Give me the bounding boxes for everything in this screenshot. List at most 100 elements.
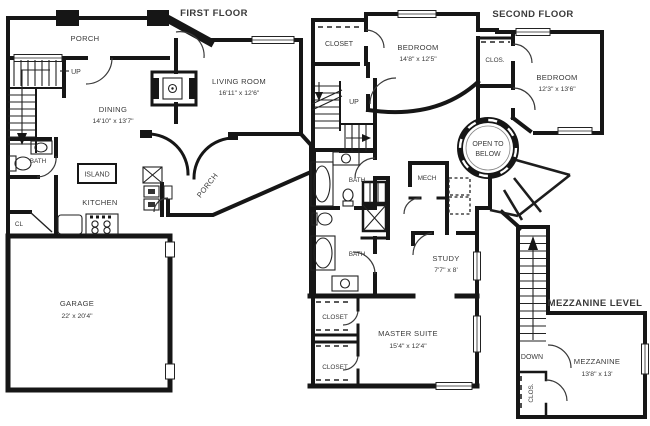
porch-pillar (56, 10, 79, 26)
door-arc (512, 43, 533, 64)
winder-stairs (489, 158, 571, 221)
toilet-icon (342, 188, 354, 202)
door-arc (175, 31, 205, 59)
second-floor-stairs (311, 81, 376, 153)
door-arc (36, 155, 57, 178)
turret-open-to-below (457, 117, 519, 179)
second-floor-doors (342, 29, 536, 371)
porch-side-label: PORCH (195, 171, 220, 199)
door-arc (342, 354, 359, 371)
sink-icon (340, 153, 352, 164)
bedroom1-dims: 14'8" x 12'5" (399, 56, 437, 63)
master-suite-dims: 15'4" x 12'4" (389, 343, 427, 350)
closet-door (29, 211, 53, 233)
toilet-icon (14, 156, 32, 171)
first-floor-doors (29, 31, 236, 233)
down-label: DOWN (521, 354, 543, 361)
shaft-and-linen (361, 180, 388, 233)
toilet-tank (8, 155, 17, 172)
mezzanine-windows (641, 343, 649, 375)
second-floor-walls (307, 12, 604, 389)
kitchen-fixtures (57, 163, 163, 235)
living-room-dims: 16'11" x 12'6" (219, 90, 260, 97)
clos-label: CLOS. (485, 57, 504, 64)
garage-dims: 22' x 20'4" (61, 313, 93, 320)
bedroom1-label: BEDROOM (397, 43, 438, 52)
open-to-below-label: OPEN TO (472, 141, 504, 148)
mezzanine-label: MEZZANINE (574, 357, 621, 366)
mezzanine-title: MEZZANINE LEVEL (548, 298, 643, 309)
island-label: ISLAND (84, 172, 109, 179)
door-arc (369, 77, 397, 105)
door-arc (403, 197, 421, 215)
mezzanine-clos-label: CLOS. (528, 383, 535, 402)
door-arc (512, 87, 536, 111)
first-floor-walls (5, 10, 313, 393)
closet-rods (311, 26, 510, 387)
closet2-label: CLOSET (322, 364, 348, 371)
kitchen-sink-icon (143, 198, 160, 211)
tub-surround (310, 235, 336, 271)
garage-label: GARAGE (60, 299, 94, 308)
mech-label: MECH (418, 175, 437, 182)
door-arc (365, 29, 385, 49)
dining-label: DINING (99, 105, 127, 114)
study-dims: 7'7" x 8' (434, 267, 458, 274)
first-floor-bath-fixtures (8, 140, 53, 172)
mezzanine-walls (516, 225, 647, 419)
bath1-label: BATH (349, 177, 366, 184)
island-outline (77, 163, 117, 184)
porch-label: PORCH (71, 34, 100, 43)
fireplace-icon (150, 70, 198, 107)
tub-surround (310, 161, 334, 207)
door-arc (354, 157, 376, 179)
closet1-label: CLOSET (322, 314, 348, 321)
washer-dryer (448, 177, 471, 215)
mezzanine-doors (520, 344, 572, 410)
mezzanine-dims: 13'8" x 13' (581, 371, 612, 378)
up-label: UP (71, 69, 81, 76)
door-arc (545, 379, 568, 402)
stair-arrow-icon (17, 133, 27, 145)
door-arc (547, 344, 572, 369)
first-floor-windows (13, 36, 295, 380)
master-suite-label: MASTER SUITE (378, 329, 438, 338)
kitchen-sink-icon (143, 185, 160, 198)
door-arc (85, 57, 113, 85)
second-floor-windows (397, 10, 593, 390)
first-floor-plan: FIRST FLOOR PORCH UP LIVING ROOM 16'11" … (5, 8, 313, 393)
bath2-label: BATH (349, 251, 366, 258)
vanity (30, 140, 53, 155)
vanity (332, 151, 360, 166)
mezzanine-stairs (520, 235, 546, 342)
french-door-arc (192, 136, 236, 180)
cl-label: CL (15, 221, 24, 228)
toilet-icon (317, 212, 333, 226)
open-to-below-label2: BELOW (475, 151, 501, 158)
toilet-tank (342, 200, 354, 207)
porch-pillar (147, 10, 169, 26)
door-arc (342, 309, 359, 326)
bath-label: BATH (30, 158, 47, 165)
study-label: STUDY (432, 254, 459, 263)
first-floor-title: FIRST FLOOR (180, 8, 248, 19)
second-floor-bath2-fixtures (310, 212, 359, 292)
vanity (331, 275, 359, 292)
bathtub-icon (313, 237, 333, 269)
bedroom2-dims: 12'3" x 13'6" (538, 86, 576, 93)
dining-dims: 14'10" x 13'7" (92, 118, 134, 125)
second-floor-title: SECOND FLOOR (492, 9, 573, 20)
sink-icon (339, 278, 351, 289)
mezzanine-plan: MEZZANINE LEVEL DOWN MEZZANINE 13'8" x 1… (516, 225, 649, 419)
door-arc (352, 251, 376, 275)
toilet-tank (311, 212, 318, 226)
bedroom2-label: BEDROOM (536, 73, 577, 82)
sink-icon (34, 142, 48, 153)
living-room-label: LIVING ROOM (212, 77, 266, 86)
second-floor-bath1-fixtures (310, 151, 360, 207)
pantry (142, 166, 163, 184)
up-label-2f: UP (349, 99, 359, 106)
french-door-arc (146, 132, 190, 176)
